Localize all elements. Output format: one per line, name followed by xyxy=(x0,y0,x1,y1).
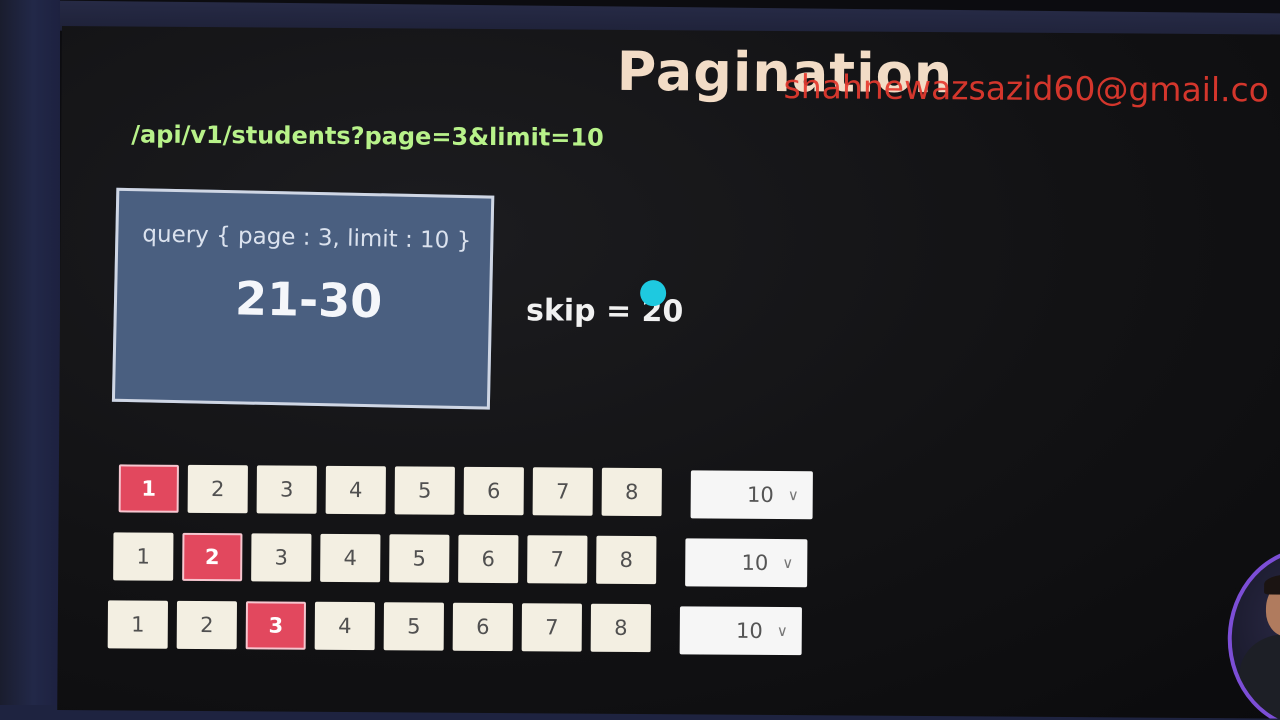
page-button-active[interactable]: 2 xyxy=(182,532,243,582)
page-button[interactable]: 4 xyxy=(320,533,381,583)
page-button[interactable]: 5 xyxy=(394,466,455,515)
api-endpoint: /api/v1/students?page=3&limit=10 xyxy=(131,120,604,152)
pointer-dot xyxy=(640,280,667,307)
page-button[interactable]: 4 xyxy=(314,601,375,651)
limit-value: 10 xyxy=(746,482,774,507)
page-button[interactable]: 5 xyxy=(383,602,444,651)
page-button[interactable]: 6 xyxy=(458,534,519,584)
monitor-left-bezel xyxy=(0,0,60,720)
page-button[interactable]: 7 xyxy=(527,535,588,584)
limit-select[interactable]: 10 ∨ xyxy=(690,470,813,520)
presenter-webcam xyxy=(1227,546,1280,719)
page-button[interactable]: 3 xyxy=(256,465,317,514)
page-button[interactable]: 6 xyxy=(452,602,513,652)
page-button-active[interactable]: 3 xyxy=(245,601,306,650)
page-button-active[interactable]: 1 xyxy=(118,464,179,513)
limit-select[interactable]: 10 ∨ xyxy=(679,606,802,656)
page-button[interactable]: 8 xyxy=(601,467,662,517)
page-button[interactable]: 1 xyxy=(107,600,168,649)
page-button[interactable]: 8 xyxy=(590,603,651,653)
limit-value: 10 xyxy=(735,618,763,643)
page-button[interactable]: 1 xyxy=(113,532,174,581)
page-button[interactable]: 5 xyxy=(389,534,450,583)
page-button[interactable]: 6 xyxy=(463,466,524,516)
watermark-email: shahnewazsazid60@gmail.co xyxy=(783,67,1270,110)
query-text: query { page : 3, limit : 10 } xyxy=(142,221,472,255)
chevron-down-icon: ∨ xyxy=(787,486,799,505)
limit-value: 10 xyxy=(741,550,769,575)
page-button[interactable]: 7 xyxy=(532,467,593,516)
range-text: 21-30 xyxy=(234,271,383,329)
page-button[interactable]: 4 xyxy=(325,465,386,515)
page-button[interactable]: 3 xyxy=(251,533,312,582)
presenter-hair xyxy=(1264,574,1280,595)
page-button[interactable]: 2 xyxy=(176,600,237,650)
chevron-down-icon: ∨ xyxy=(776,622,788,641)
page-button[interactable]: 7 xyxy=(521,603,582,652)
presentation-slide: Pagination shahnewazsazid60@gmail.co /ap… xyxy=(57,26,1280,719)
query-box: query { page : 3, limit : 10 } 21-30 xyxy=(111,187,495,410)
chevron-down-icon: ∨ xyxy=(782,554,794,573)
presenter-body xyxy=(1239,634,1280,719)
limit-select[interactable]: 10 ∨ xyxy=(685,538,808,588)
page-button[interactable]: 2 xyxy=(187,464,248,514)
page-button[interactable]: 8 xyxy=(596,535,657,585)
